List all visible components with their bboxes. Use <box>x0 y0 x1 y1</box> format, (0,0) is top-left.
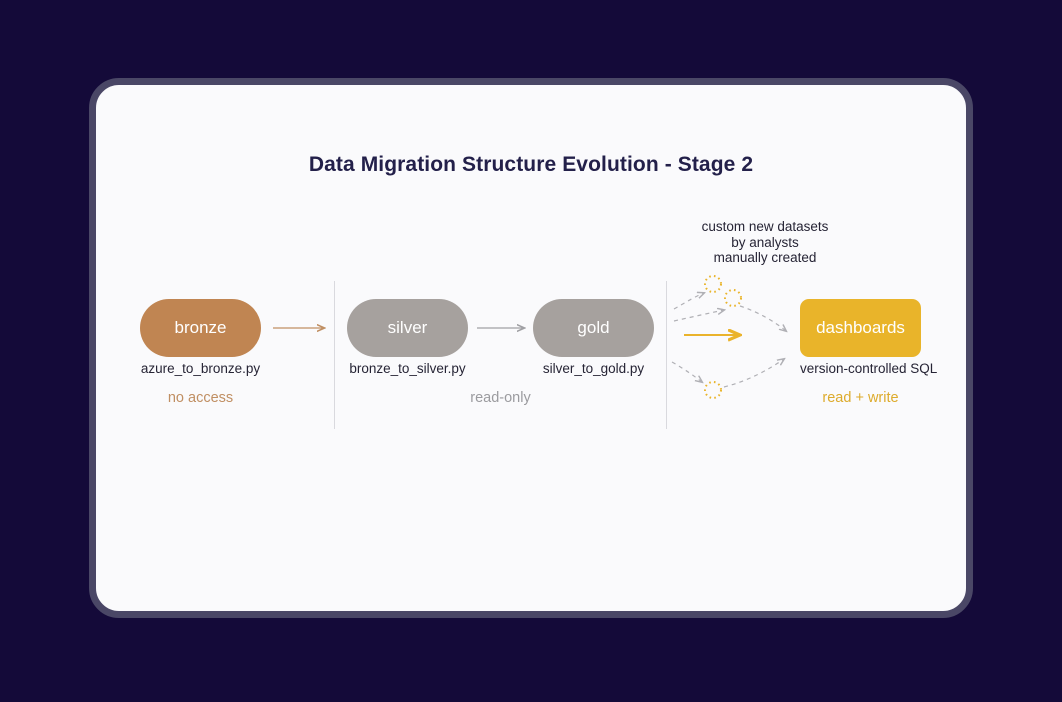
access-label-no-access: no access <box>167 390 234 406</box>
section-divider-left <box>334 281 335 429</box>
node-dashboards[interactable]: dashboards <box>800 299 921 357</box>
arrow-scatter-upper-c <box>739 305 786 331</box>
scatter-marker-icon <box>724 289 742 307</box>
arrow-scatter-upper-a <box>673 293 704 310</box>
node-gold-script-label: silver_to_gold.py <box>542 361 645 376</box>
node-dashboards-script-label: version-controlled SQL <box>800 361 938 376</box>
arrow-scatter-lower-b <box>723 359 784 388</box>
scatter-marker-icon <box>704 275 722 293</box>
annotation-custom-datasets: custom new datasets by analysts manually… <box>641 219 889 266</box>
node-bronze-script-label: azure_to_bronze.py <box>140 361 261 376</box>
node-gold[interactable]: gold <box>533 299 654 357</box>
annotation-line-2: by analysts <box>731 234 799 250</box>
access-label-read-write: read + write <box>822 390 899 406</box>
page-title: Data Migration Structure Evolution - Sta… <box>308 153 754 176</box>
node-silver[interactable]: silver <box>347 299 468 357</box>
section-divider-right <box>666 281 667 429</box>
diagram-card: Data Migration Structure Evolution - Sta… <box>89 78 973 618</box>
node-bronze[interactable]: bronze <box>140 299 261 357</box>
annotation-line-1: custom new datasets <box>701 219 829 234</box>
access-label-read-only: read-only <box>470 390 531 406</box>
node-silver-script-label: bronze_to_silver.py <box>349 361 466 376</box>
arrow-scatter-lower-a <box>671 361 702 382</box>
scatter-marker-icon <box>704 381 722 399</box>
arrow-scatter-upper-b <box>673 310 724 322</box>
annotation-line-3: manually created <box>713 250 817 265</box>
